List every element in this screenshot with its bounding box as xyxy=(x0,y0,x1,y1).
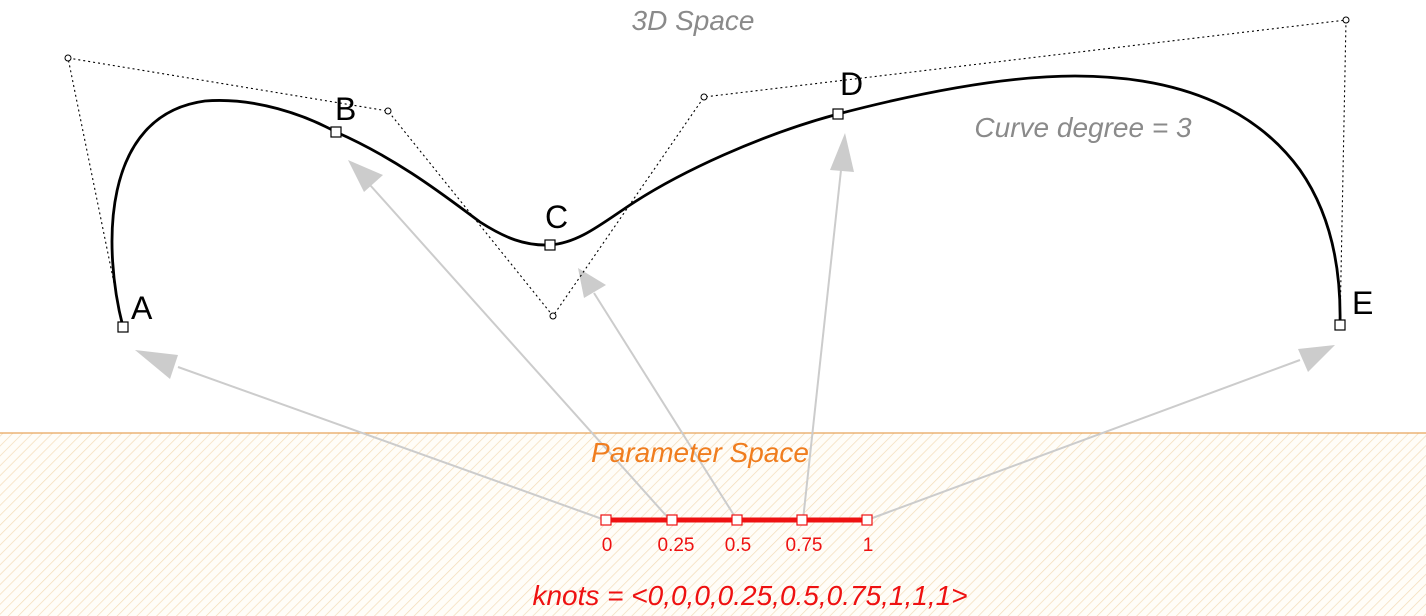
curve-point-label-d: D xyxy=(840,66,863,102)
control-point[interactable] xyxy=(384,107,392,115)
arrow-head-b xyxy=(348,160,383,192)
parameter-tick-label: 1 xyxy=(863,535,874,556)
arrow-head-c xyxy=(578,268,606,298)
curve-point-label-e: E xyxy=(1352,285,1373,321)
parameter-tick-label: 0 xyxy=(602,535,613,556)
curve-point-label-c: C xyxy=(545,199,568,235)
parameter-space-title: Parameter Space xyxy=(591,437,809,468)
knot-markers xyxy=(600,514,873,526)
curve-point-marker-c[interactable] xyxy=(544,239,556,251)
arrow-line-c xyxy=(593,292,738,521)
curve-point-marker-d[interactable] xyxy=(832,108,844,120)
knot-marker[interactable] xyxy=(666,514,678,526)
arrow-line-b xyxy=(369,184,671,521)
nurbs-curve xyxy=(110,74,1342,328)
arrow-line-e xyxy=(866,359,1301,521)
parameter-ticks: 0 0.25 0.5 0.75 1 xyxy=(602,535,874,556)
curve-point-marker-a[interactable] xyxy=(117,321,129,333)
knot-vector-label: knots = <0,0,0,0.25,0.5,0.75,1,1,1> xyxy=(532,580,967,611)
control-polygon xyxy=(67,19,1347,328)
knot-marker[interactable] xyxy=(600,514,612,526)
knot-marker[interactable] xyxy=(796,514,808,526)
control-points xyxy=(64,16,1350,330)
knot-marker[interactable] xyxy=(861,514,873,526)
arrow-line-a xyxy=(177,366,606,521)
arrow-head-e xyxy=(1298,345,1335,372)
parameter-space-area xyxy=(0,433,1426,616)
arrow-line-d xyxy=(802,169,842,521)
curve-point-label-b: B xyxy=(335,91,356,127)
parameter-tick-label: 0.25 xyxy=(658,535,695,556)
arrow-head-a xyxy=(135,350,178,379)
curve-point-markers xyxy=(117,108,1346,333)
curve-point-marker-b[interactable] xyxy=(330,126,342,138)
knot-marker[interactable] xyxy=(731,514,743,526)
control-point[interactable] xyxy=(1342,16,1350,24)
control-point[interactable] xyxy=(700,93,708,101)
control-point[interactable] xyxy=(549,312,557,320)
parameter-tick-label: 0.5 xyxy=(725,535,751,556)
curve-point-label-a: A xyxy=(131,290,153,326)
curve-point-marker-e[interactable] xyxy=(1334,319,1346,331)
space-3d-title: 3D Space xyxy=(632,5,755,36)
parameter-tick-label: 0.75 xyxy=(786,535,823,556)
arrow-head-d xyxy=(830,133,854,172)
mapping-arrows xyxy=(135,133,1335,521)
curve-degree-label: Curve degree = 3 xyxy=(974,112,1192,143)
control-point[interactable] xyxy=(64,54,72,62)
